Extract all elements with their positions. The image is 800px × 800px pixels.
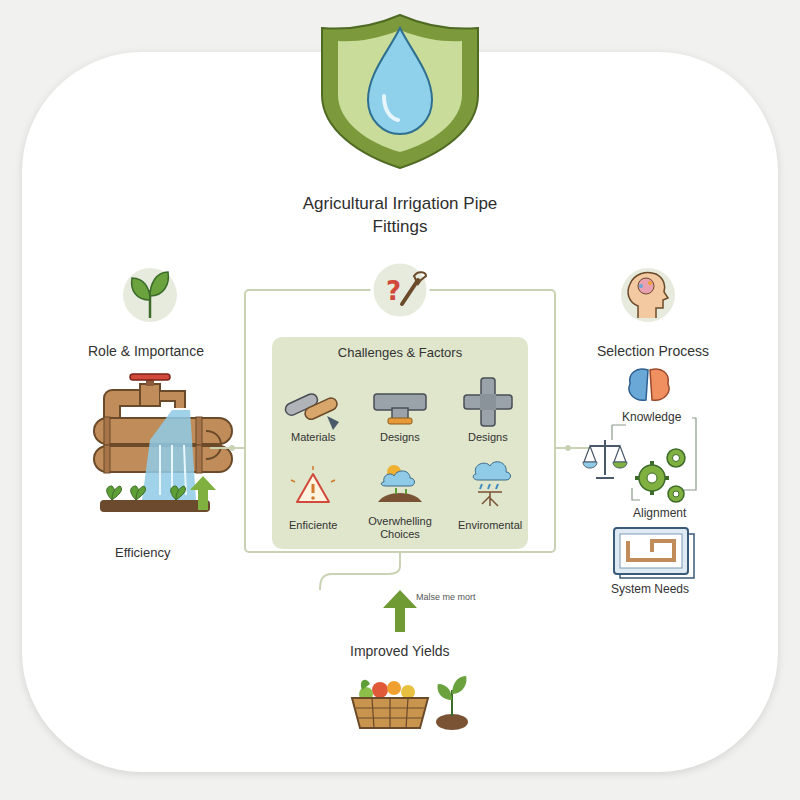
factor-label: Designs	[468, 431, 508, 444]
factor-label: Overwhelling Choices	[352, 515, 448, 541]
factor-label: Materials	[291, 431, 336, 444]
item-label: Alignment	[633, 506, 686, 520]
outcome-label: Improved Yields	[350, 643, 450, 660]
section-heading: Role & Importance	[88, 343, 204, 360]
small-note: Malse me mort	[414, 592, 478, 603]
svg-text:?: ?	[386, 276, 401, 306]
section-heading: Selection Process	[597, 343, 709, 360]
factor-label: Enficiente	[289, 519, 337, 532]
factor-label: Designs	[380, 431, 420, 444]
section-caption: Efficiency	[115, 545, 170, 561]
item-label: Knowledge	[622, 410, 681, 424]
diagram-title: Agricultural Irrigation Pipe Fittings	[295, 193, 505, 239]
item-label: System Needs	[611, 582, 689, 596]
panel-heading: Challenges & Factors	[272, 337, 528, 360]
factor-label: Enviromental	[458, 519, 522, 532]
